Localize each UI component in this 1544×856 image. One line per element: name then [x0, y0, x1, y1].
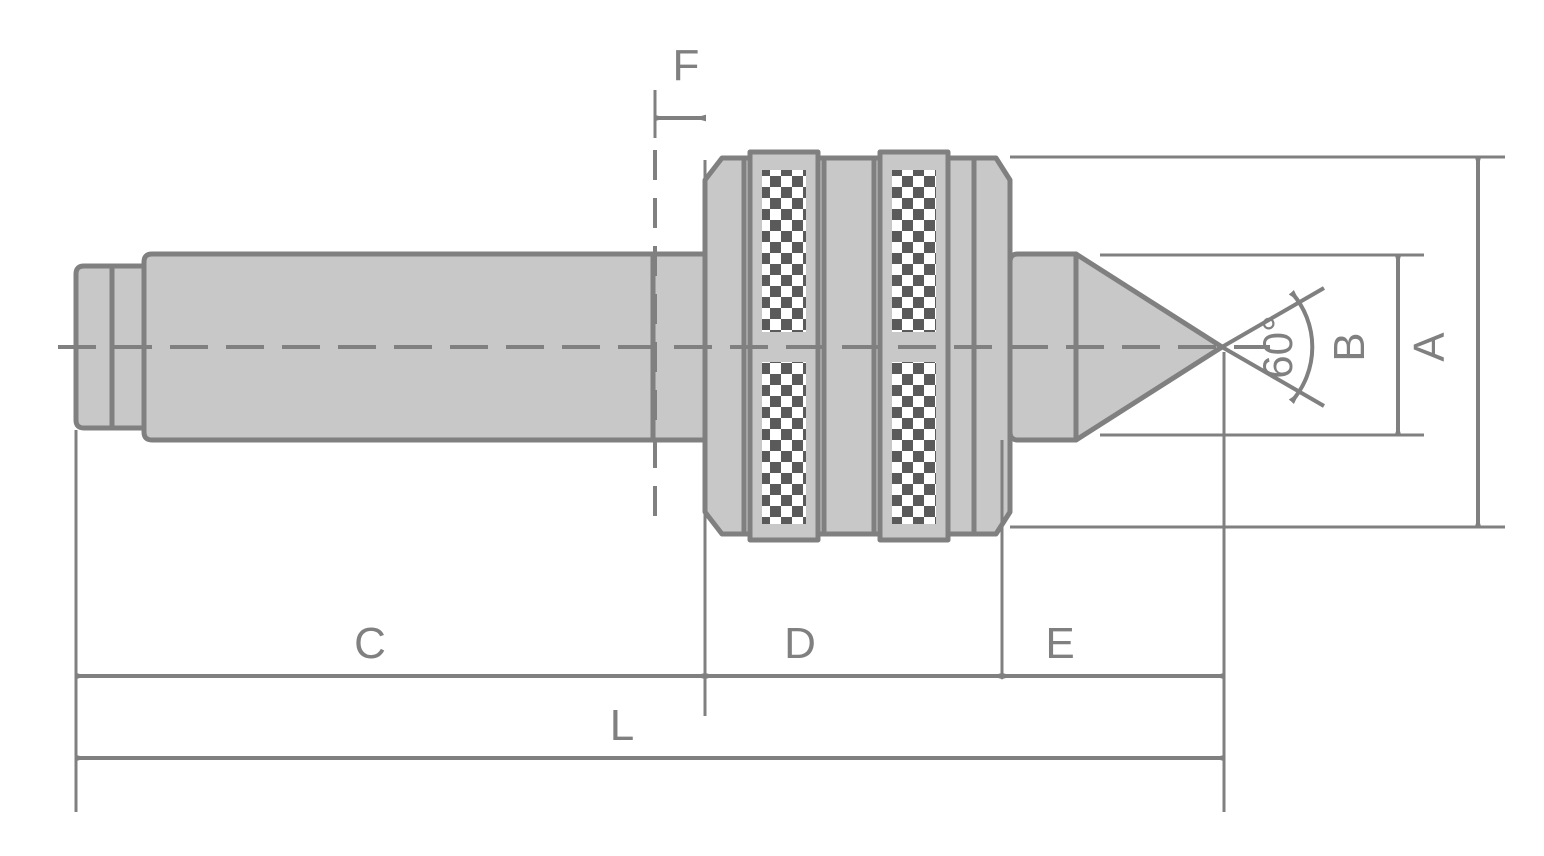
dim-label-c: C [354, 619, 386, 668]
dim-label-a: A [1405, 332, 1454, 362]
angle-leader-lines [1220, 286, 1326, 408]
dimension-labels: F C D E L A B 60° [354, 41, 1454, 750]
angle-arc [1288, 290, 1315, 404]
dim-label-e: E [1045, 619, 1074, 668]
knurl-patch-left-lower [762, 362, 806, 524]
dim-label-f: F [673, 41, 700, 90]
angle-label-60deg: 60° [1254, 315, 1301, 379]
dimension-lines [75, 114, 1482, 762]
angle-leader-upper [1220, 286, 1326, 349]
dim-label-l: L [610, 701, 634, 750]
dim-label-d: D [784, 619, 816, 668]
knurl-patch-right-upper [892, 170, 936, 332]
knurl-patch-right-lower [892, 362, 936, 524]
extension-lines [74, 90, 1505, 812]
dim-label-b: B [1325, 332, 1374, 361]
knurl-patch-left-upper [762, 170, 806, 332]
angle-leader-lower [1220, 345, 1326, 408]
